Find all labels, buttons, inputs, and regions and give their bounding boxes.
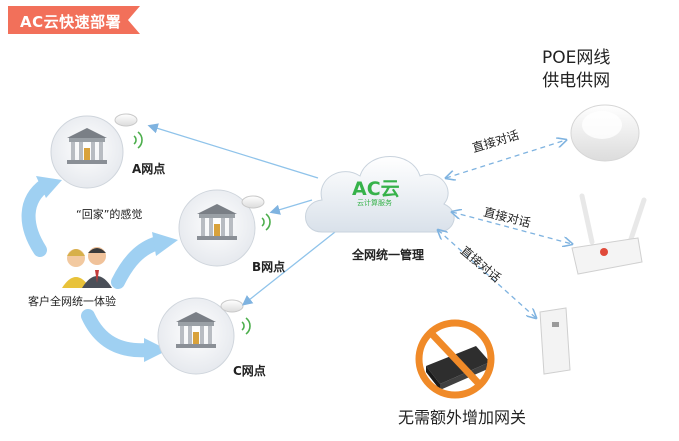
cloud-to-site-a-arrow [147, 123, 319, 179]
roaming-arrow-middle [111, 232, 178, 289]
ceiling-ap-icon [241, 195, 265, 209]
wifi-signal-icon [241, 317, 251, 335]
cloud-caption: 全网统一管理 [352, 248, 425, 262]
site-c-node [157, 297, 251, 375]
site-b-label: B网点 [252, 260, 286, 274]
gateway-label: 无需额外增加网关 [398, 408, 527, 427]
ceiling-ap-icon [220, 299, 244, 313]
ceiling-ap-icon [114, 113, 138, 127]
customer-people-icon [62, 247, 112, 288]
site-a-node [50, 113, 143, 189]
cloud-to-site-b-arrow [269, 199, 313, 215]
poe-caption: POE网线 供电供网 [542, 47, 610, 93]
wall-panel-ap-icon [539, 307, 571, 375]
link-to-ceiling-ap [446, 140, 566, 178]
title-banner: AC云快速部署 [8, 6, 140, 34]
bank-building-icon [197, 204, 237, 240]
customer-label: 客户全网统一体验 [28, 295, 116, 308]
cloud-subtitle-label: 云计算服务 [357, 199, 392, 207]
wifi-signal-icon [261, 213, 271, 231]
cloud-to-site-c-arrow [241, 231, 336, 306]
wifi-signal-icon [133, 131, 143, 149]
site-c-label: C网点 [233, 364, 266, 378]
ac-cloud-icon [305, 156, 455, 233]
wireless-router-icon [571, 193, 647, 275]
bank-building-icon [176, 312, 216, 348]
poe-line-2: 供电供网 [542, 71, 611, 91]
poe-line-1: POE网线 [542, 48, 611, 68]
roaming-label: “回家”的感觉 [76, 208, 143, 221]
cloud-brand-label: AC云 [352, 178, 400, 200]
link-to-router [452, 212, 572, 244]
bank-building-icon [67, 128, 107, 164]
roaming-arrow-upper [21, 176, 62, 257]
link-to-wall-ap [438, 230, 536, 318]
site-a-label: A网点 [132, 162, 166, 176]
page-title: AC云快速部署 [20, 13, 122, 31]
gateway-banned-icon [415, 319, 495, 399]
ceiling-access-point-icon [570, 104, 640, 162]
roaming-arrow-lower [81, 309, 168, 362]
site-b-node [178, 189, 271, 267]
